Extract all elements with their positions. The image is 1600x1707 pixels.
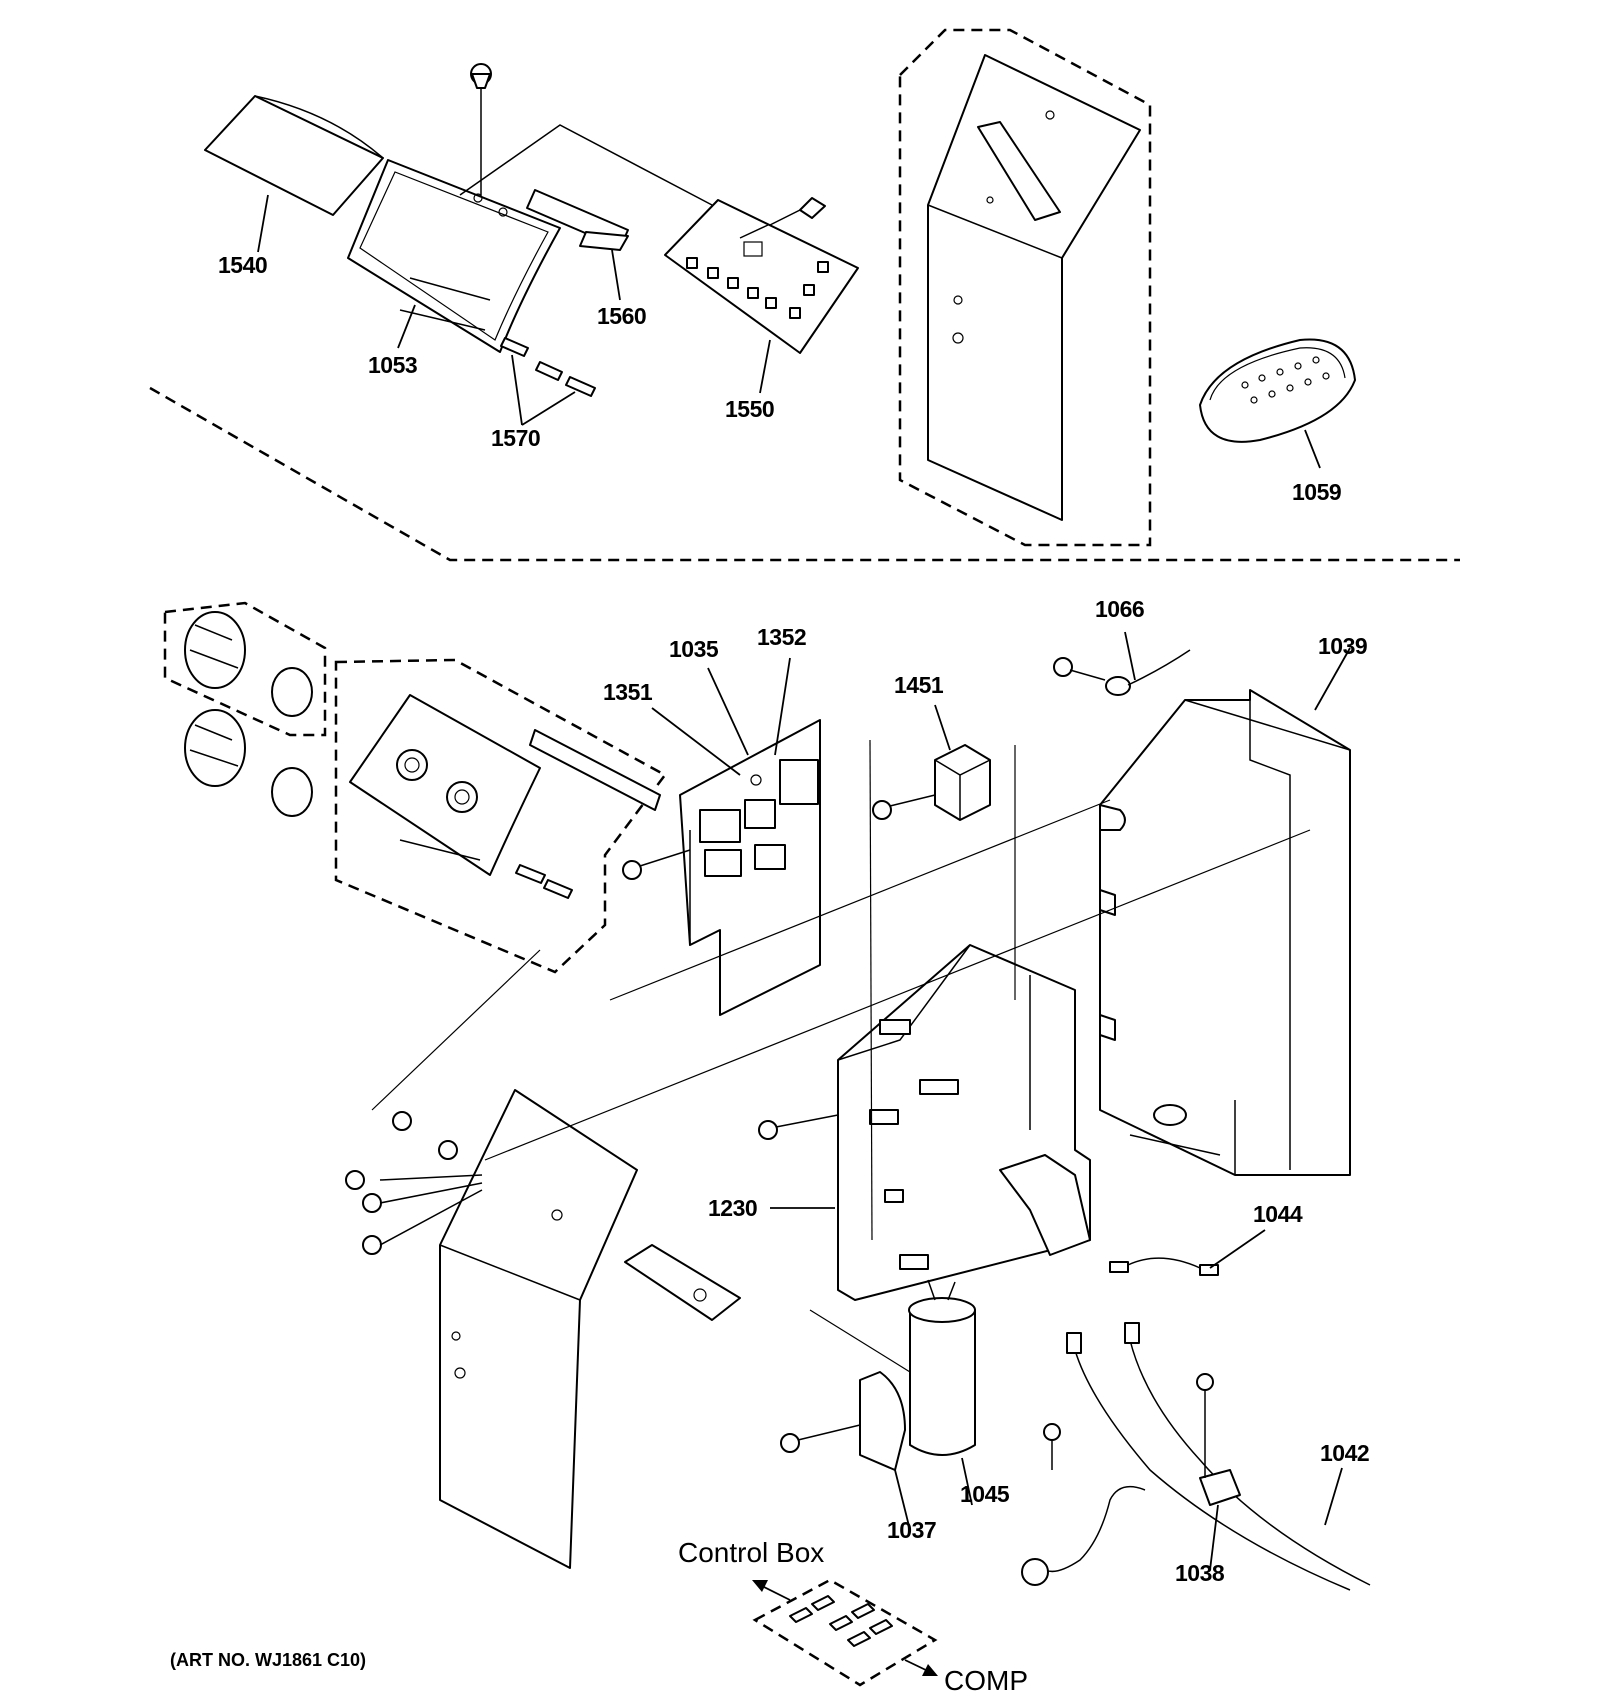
hardware-lower-icons — [345, 1111, 483, 1255]
screw-harness-icons — [1043, 1373, 1214, 1478]
callout-1039: 1039 — [1318, 633, 1367, 659]
knob-upper-icon — [184, 611, 313, 717]
callout-1045: 1045 — [960, 1481, 1010, 1507]
callout-1053: 1053 — [368, 352, 417, 378]
art-number: (ART NO. WJ1861 C10) — [170, 1650, 366, 1670]
part-1550-display-board — [664, 199, 859, 354]
callout-1038: 1038 — [1175, 1560, 1225, 1586]
screw-bracket-icon — [758, 1114, 839, 1140]
part-1038-clamp — [1199, 1469, 1241, 1506]
screw-1550-icon — [739, 197, 826, 239]
part-1230-bracket — [837, 944, 1091, 1301]
callout-1035: 1035 — [669, 636, 719, 662]
part-1053-control-panel — [347, 159, 561, 353]
callout-1042: 1042 — [1320, 1440, 1369, 1466]
screw-pcb-icon — [622, 849, 691, 880]
arrow-control-box-icon — [752, 1580, 791, 1601]
connector-terminals-icon — [789, 1595, 893, 1647]
arrow-comp-icon — [904, 1659, 938, 1676]
dashed-group-connectors — [752, 1578, 938, 1687]
part-1451-relay — [934, 744, 991, 821]
callout-1351: 1351 — [603, 679, 653, 705]
part-1045-capacitor — [908, 1279, 976, 1456]
knob-lower-icon — [184, 709, 313, 817]
control-box-label: Control Box — [678, 1537, 824, 1568]
callout-1540: 1540 — [218, 252, 267, 278]
screw-cap-icon — [780, 1424, 861, 1453]
screw-top-icon — [470, 63, 492, 195]
screw-relay-icon — [872, 794, 936, 820]
part-1066-ground-wire — [1053, 649, 1191, 696]
dashed-group-mech-panel — [334, 658, 667, 974]
callout-1550: 1550 — [725, 396, 774, 422]
section-divider-line — [149, 386, 1460, 562]
callout-1560: 1560 — [597, 303, 646, 329]
part-1039-control-box — [1099, 689, 1351, 1176]
callout-1066: 1066 — [1095, 596, 1144, 622]
part-1059-remote — [1199, 338, 1356, 443]
dashed-group-knob — [163, 601, 327, 737]
part-1560-strip — [526, 189, 629, 251]
part-1035-main-pcb — [679, 719, 821, 1016]
callout-1044: 1044 — [1253, 1201, 1303, 1227]
callout-1451: 1451 — [894, 672, 944, 698]
part-1042-wire-harness — [1021, 1322, 1371, 1591]
callout-1570: 1570 — [491, 425, 540, 451]
comp-label: COMP — [944, 1665, 1028, 1696]
callout-1230: 1230 — [708, 1195, 757, 1221]
callout-1352: 1352 — [757, 624, 806, 650]
callout-1037: 1037 — [887, 1517, 936, 1543]
part-mech-control-panel — [349, 694, 661, 899]
part-lower-side-panel — [439, 1089, 638, 1569]
dashed-group-upper-panel — [898, 28, 1152, 547]
part-upper-side-panel — [927, 54, 1141, 521]
callout-1059: 1059 — [1292, 479, 1341, 505]
part-1044-jumper-wire — [1109, 1257, 1219, 1276]
part-switch-bracket — [624, 1244, 741, 1321]
part-1570-tabs — [500, 337, 596, 397]
part-1540-cover — [204, 95, 384, 216]
part-1037-cap-bracket — [859, 1371, 906, 1471]
